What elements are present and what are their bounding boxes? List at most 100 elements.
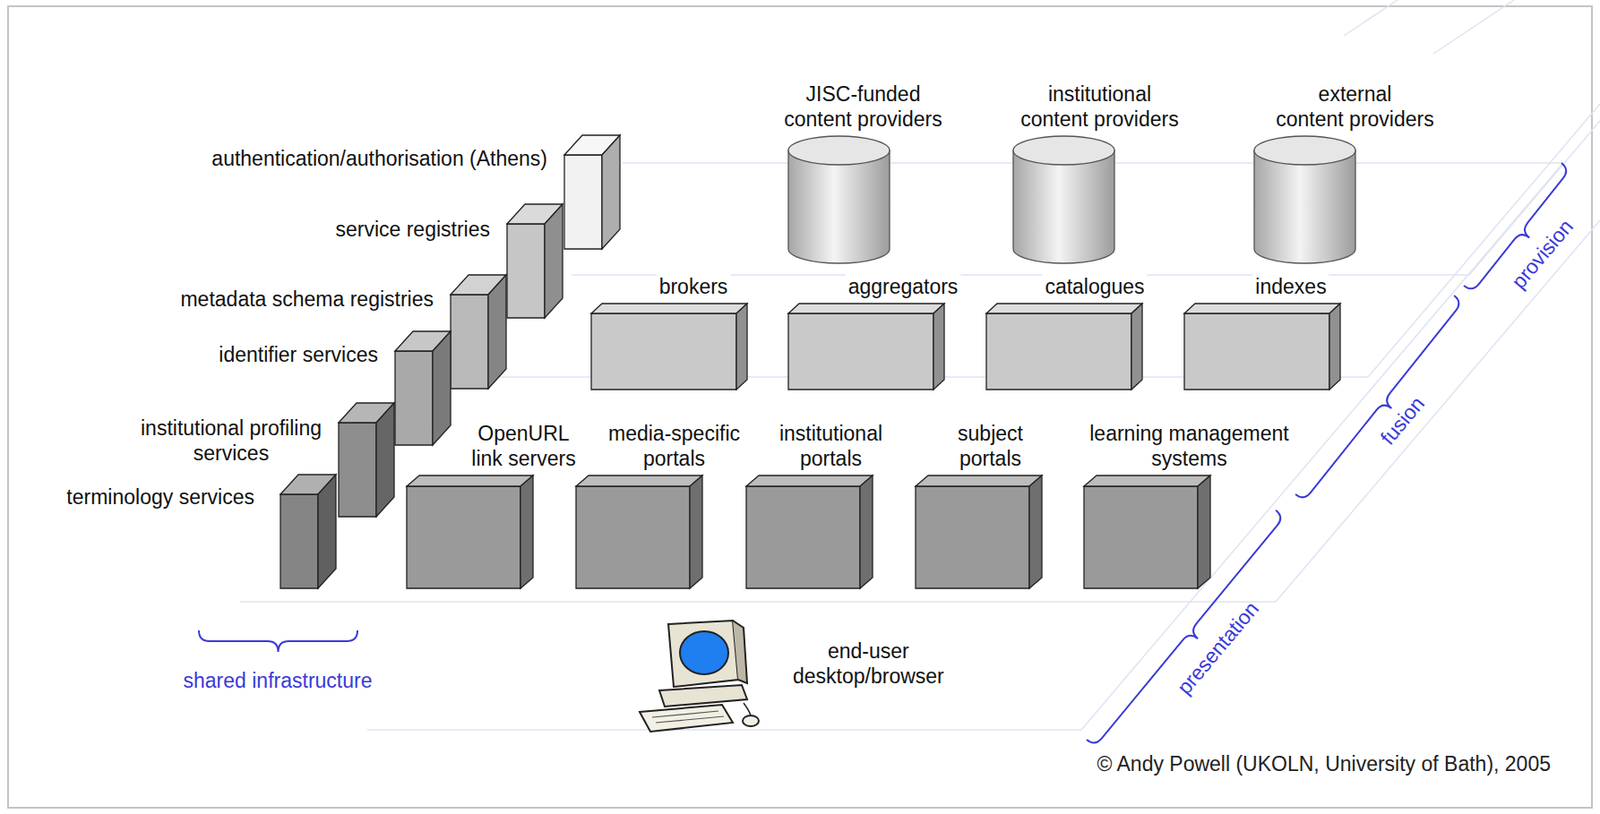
block-top: [986, 303, 1143, 314]
layer-label: provision: [1506, 215, 1579, 294]
end-user-computer-shape: [632, 617, 767, 736]
block-side: [1197, 475, 1211, 589]
block-top: [915, 475, 1042, 487]
service-box-shape: [986, 303, 1143, 390]
cylinder-body: [1013, 150, 1115, 264]
guide-lines: [240, 0, 1600, 731]
block-side: [1131, 303, 1143, 390]
block-side: [520, 475, 534, 589]
block-side: [376, 403, 395, 517]
cylinder-body: [788, 150, 890, 264]
service-box-shape: [915, 475, 1042, 589]
node-label: institutional portals: [776, 421, 886, 472]
infrastructure-column: identifier services: [395, 331, 451, 446]
block-front: [395, 351, 433, 446]
service-box-shape: [406, 475, 534, 589]
monitor-side: [732, 620, 748, 684]
monitor: [668, 620, 739, 688]
block-front: [564, 154, 603, 250]
node-label: metadata schema registries: [177, 286, 437, 312]
infrastructure-column: authentication/authorisation (Athens): [564, 135, 620, 250]
cylinder-body: [1254, 150, 1356, 264]
block-front: [1083, 486, 1198, 589]
block-top: [406, 475, 534, 487]
node-label: learning management systems: [1086, 421, 1291, 472]
content-cylinder: institutional content providers: [1013, 136, 1115, 264]
service-box: learning management systems: [1083, 475, 1211, 589]
node-label: institutional profiling services: [137, 415, 325, 466]
block-side: [689, 475, 703, 589]
group-label: shared infrastructure: [183, 669, 373, 695]
block-side: [318, 474, 336, 589]
infrastructure-column-shape: [507, 204, 563, 319]
infrastructure-column: metadata schema registries: [450, 275, 507, 389]
block-front: [450, 294, 489, 389]
block-top: [591, 303, 748, 314]
block-front: [986, 313, 1132, 390]
block-front: [507, 223, 545, 319]
service-box: catalogues: [986, 303, 1143, 390]
block-front: [1184, 313, 1330, 390]
block-top: [1184, 303, 1341, 314]
node-label: end-user desktop/browser: [790, 638, 947, 689]
infrastructure-column-shape: [395, 331, 451, 446]
block-side: [933, 303, 945, 390]
block-front: [576, 486, 690, 589]
keyboard-keys: [652, 711, 724, 723]
node-label: media-specific portals: [605, 421, 743, 472]
node-label: brokers: [656, 274, 732, 300]
keyboard: [639, 705, 733, 732]
content-cylinder-shape: [788, 136, 890, 264]
node-label: identifier services: [215, 342, 381, 368]
service-box: brokers: [591, 303, 748, 390]
service-box: aggregators: [788, 303, 945, 390]
mouse-cable: [743, 703, 751, 716]
block-front: [788, 313, 934, 390]
node-label: OpenURL link servers: [468, 421, 578, 472]
block-front: [746, 486, 861, 589]
block-top: [746, 475, 873, 487]
block-side: [860, 475, 873, 589]
mouse: [742, 715, 759, 727]
frame: [8, 6, 1592, 809]
service-box: OpenURL link servers: [406, 475, 534, 589]
infrastructure-column-shape: [338, 403, 395, 517]
infrastructure-column: institutional profiling services: [338, 403, 395, 517]
block-side: [544, 204, 563, 319]
service-box-shape: [591, 303, 748, 390]
screen: [679, 631, 729, 675]
layer-label: fusion: [1376, 392, 1431, 451]
content-cylinder-shape: [1013, 136, 1115, 264]
service-box-shape: [1083, 475, 1211, 589]
block-top: [576, 475, 703, 487]
block-side: [1329, 303, 1341, 390]
infrastructure-column: terminology services: [280, 474, 336, 589]
node-label: authentication/authorisation (Athens): [208, 146, 551, 172]
content-cylinder: JISC-funded content providers: [788, 136, 890, 264]
service-box-shape: [1184, 303, 1341, 390]
service-box-shape: [576, 475, 703, 589]
block-side: [432, 331, 451, 446]
block-side: [602, 135, 620, 250]
cylinder-top: [1013, 136, 1115, 165]
block-front: [406, 486, 521, 589]
computer-base: [659, 685, 748, 707]
block-front: [915, 486, 1030, 589]
block-front: [280, 494, 319, 589]
block-side: [488, 275, 507, 389]
infrastructure-column: service registries: [507, 204, 563, 319]
block-top: [788, 303, 945, 314]
block-front: [338, 422, 377, 517]
block-front: [591, 313, 737, 390]
service-box: subject portals: [915, 475, 1042, 589]
node-label: external content providers: [1273, 81, 1437, 132]
block-side: [736, 303, 748, 390]
content-cylinder-shape: [1254, 136, 1356, 264]
node-label: subject portals: [954, 421, 1026, 472]
infrastructure-column-shape: [564, 135, 620, 250]
cylinder-top: [1254, 136, 1356, 165]
service-box: institutional portals: [746, 475, 873, 589]
content-cylinder: external content providers: [1254, 136, 1356, 264]
node-label: service registries: [332, 216, 493, 242]
